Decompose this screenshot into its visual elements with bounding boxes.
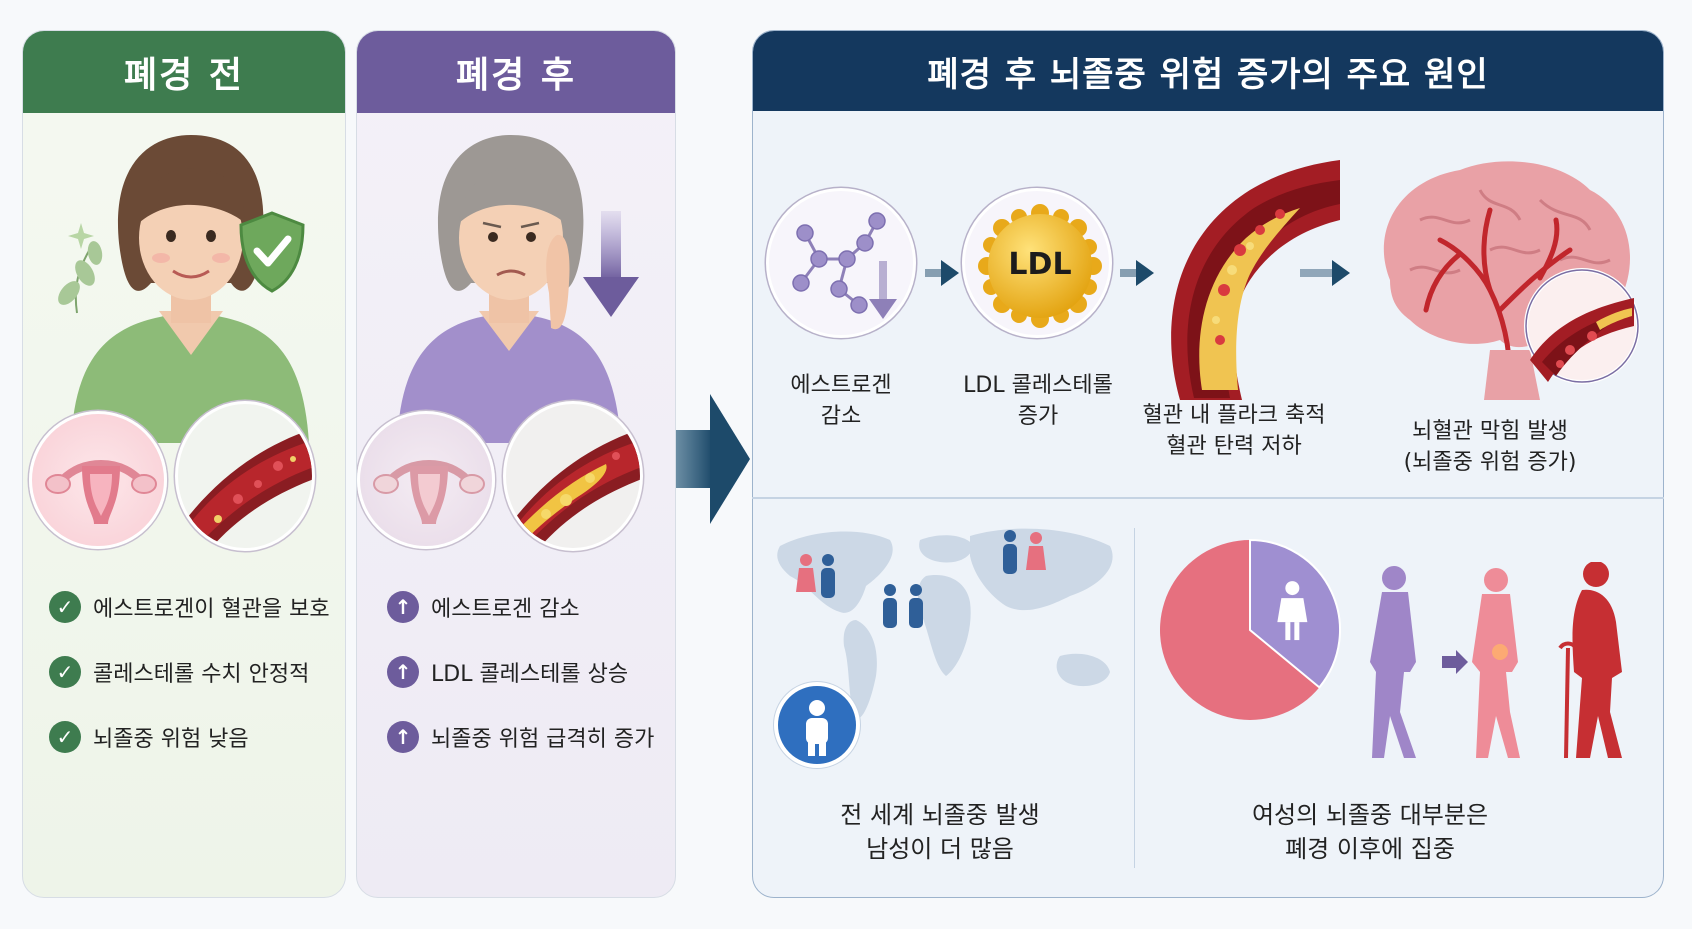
male-figure-icon <box>821 530 1017 628</box>
caption-line: 여성의 뇌졸중 대부분은 <box>1251 801 1489 829</box>
brain-blockage-illustration <box>1383 161 1640 400</box>
estrogen-molecule-illustration <box>766 188 916 338</box>
section-divider <box>752 497 1664 499</box>
before-item-text: 콜레스테롤 수치 안정적 <box>93 662 310 687</box>
check-icon: ✓ <box>49 656 81 688</box>
flow-arrow-icon <box>1300 260 1350 286</box>
aging-women-illustration <box>1370 562 1622 758</box>
plaque-blood-vessel-illustration <box>503 401 643 551</box>
step-label-line: 혈관 탄력 저하 <box>1166 434 1302 459</box>
after-item-text: 뇌졸중 위험 급격히 증가 <box>431 727 655 752</box>
female-figure-icon <box>796 532 1046 592</box>
caption-line: 전 세계 뇌졸중 발생 <box>840 801 1040 829</box>
before-item-text: 뇌졸중 위험 낮음 <box>93 727 249 752</box>
flow-arrow-icon <box>1120 260 1154 286</box>
step-label-estrogen: 에스트로겐 감소 <box>766 370 916 432</box>
ldl-particle-illustration: LDL <box>962 188 1112 338</box>
arrow-up-icon: ↑ <box>387 591 419 623</box>
flow-arrow-icon <box>925 260 959 286</box>
elderly-woman-with-cane-icon <box>1558 562 1622 758</box>
aging-uterus-illustration <box>357 411 495 549</box>
after-item: ↑ 뇌졸중 위험 급격히 증가 <box>387 721 654 753</box>
step-label-line: 감소 <box>820 404 862 429</box>
before-item-text: 에스트로겐이 혈관을 보호 <box>93 597 330 622</box>
step-label-line: LDL 콜레스테롤 <box>963 373 1113 398</box>
after-item-text: 에스트로겐 감소 <box>431 597 580 622</box>
after-menopause-panel: 폐경 후 <box>356 30 676 898</box>
clogged-artery-illustration <box>1171 160 1340 400</box>
world-map-illustration <box>777 528 1113 719</box>
before-menopause-panel: 폐경 전 <box>22 30 346 898</box>
step-label-plaque: 혈관 내 플라크 축적 혈관 탄력 저하 <box>1124 400 1344 462</box>
before-item: ✓ 콜레스테롤 수치 안정적 <box>49 656 309 688</box>
arrow-up-icon: ↑ <box>387 721 419 753</box>
healthy-blood-vessel-illustration <box>175 401 315 551</box>
causes-panel-title: 폐경 후 뇌졸중 위험 증가의 주요 원인 <box>753 31 1663 111</box>
arrow-up-icon: ↑ <box>387 656 419 688</box>
step-label-brain: 뇌혈관 막힘 발생 (뇌졸중 위험 증가) <box>1380 416 1600 478</box>
caption-line: 폐경 이후에 집중 <box>1285 835 1455 863</box>
gender-pie-chart <box>1160 538 1341 720</box>
check-icon: ✓ <box>49 721 81 753</box>
walking-woman-icon <box>1472 568 1520 758</box>
pie-slice-male <box>1160 540 1320 720</box>
bottom-right-caption: 여성의 뇌졸중 대부분은 폐경 이후에 집중 <box>1220 798 1520 866</box>
before-item: ✓ 뇌졸중 위험 낮음 <box>49 721 249 753</box>
after-item: ↑ LDL 콜레스테롤 상승 <box>387 656 628 688</box>
bottom-left-caption: 전 세계 뇌졸중 발생 남성이 더 많음 <box>800 798 1080 866</box>
female-figure-icon <box>1277 581 1308 641</box>
shield-check-icon <box>239 211 305 293</box>
bottom-section-divider <box>1134 528 1135 868</box>
step-label-ldl: LDL 콜레스테롤 증가 <box>952 370 1124 432</box>
male-person-icon <box>774 682 860 768</box>
step-label-line: 에스트로겐 <box>790 373 892 398</box>
check-icon: ✓ <box>49 591 81 623</box>
ldl-badge-label: LDL <box>1008 247 1072 282</box>
step-label-line: 뇌혈관 막힘 발생 <box>1412 419 1568 444</box>
before-item: ✓ 에스트로겐이 혈관을 보호 <box>49 591 330 623</box>
after-item: ↑ 에스트로겐 감소 <box>387 591 580 623</box>
walking-woman-icon <box>1370 566 1416 758</box>
healthy-uterus-illustration <box>29 411 167 549</box>
step-label-line: 증가 <box>1017 404 1059 429</box>
before-panel-title: 폐경 전 <box>23 31 345 113</box>
step-label-line: 혈관 내 플라크 축적 <box>1142 403 1326 428</box>
down-arrow-icon <box>583 211 639 317</box>
caption-line: 남성이 더 많음 <box>866 835 1014 863</box>
step-label-line: (뇌졸중 위험 증가) <box>1403 450 1577 475</box>
after-item-text: LDL 콜레스테롤 상승 <box>431 662 629 687</box>
healthy-woman-illustration <box>58 135 309 443</box>
after-panel-title: 폐경 후 <box>357 31 675 113</box>
big-right-arrow-icon <box>676 394 750 524</box>
leaf-decoration-icon <box>58 223 103 314</box>
